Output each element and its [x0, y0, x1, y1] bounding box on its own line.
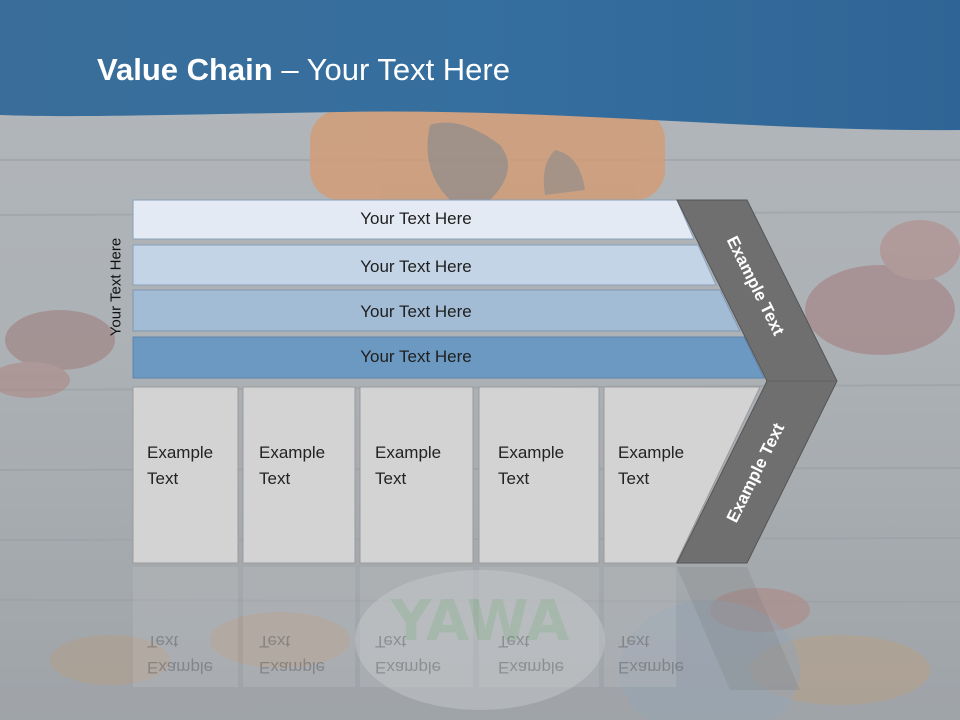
primary-box-3-label: Example Text	[375, 440, 441, 492]
primary-box-4-line2: Text	[498, 469, 530, 488]
reflection-text-4-line1: Example	[498, 658, 565, 677]
reflection-text-2-line2: Text	[259, 632, 291, 651]
support-bar-3-label: Your Text Here	[360, 302, 472, 321]
reflection-text-4: Example Text	[498, 628, 564, 680]
primary-box-1-label: Example Text	[147, 440, 213, 492]
support-bar-2-label: Your Text Here	[360, 257, 472, 276]
reflection-text-1: Example Text	[147, 628, 213, 680]
primary-box-5-line2: Text	[618, 469, 650, 488]
reflection-text-5-line2: Text	[618, 632, 650, 651]
support-bar-3	[132, 289, 741, 332]
support-bar-2	[132, 244, 717, 286]
slide-title-rest: – Your Text Here	[272, 52, 510, 87]
primary-box-4-line1: Example	[498, 443, 565, 462]
reflection-text-5-line1: Example	[618, 658, 685, 677]
primary-box-2-line2: Text	[259, 469, 291, 488]
support-bar-1-label: Your Text Here	[360, 209, 472, 228]
pumpkin-shape	[310, 110, 665, 200]
primary-box-3-line1: Example	[375, 443, 442, 462]
support-bar-4-label: Your Text Here	[360, 347, 472, 366]
reflection-text-3: Example Text	[375, 628, 441, 680]
primary-box-2	[242, 386, 356, 564]
primary-box-2-label: Example Text	[259, 440, 325, 492]
support-bar-4	[132, 336, 765, 379]
slide-title: Value Chain – Your Text Here	[97, 52, 510, 88]
reflection-text-1-line1: Example	[147, 658, 214, 677]
support-bar-1	[132, 199, 695, 240]
primary-box-1-line2: Text	[147, 469, 179, 488]
reflection-text-2: Example Text	[259, 628, 325, 680]
primary-box-5-label: Example Text	[618, 440, 684, 492]
primary-box-5	[603, 386, 761, 564]
reflection-text-3-line2: Text	[375, 632, 407, 651]
primary-box-1-line1: Example	[147, 443, 214, 462]
slide-title-bold: Value Chain	[97, 52, 273, 87]
reflection-text-3-line1: Example	[375, 658, 442, 677]
primary-box-3	[359, 386, 474, 564]
svg-text:YAWA: YAWA	[390, 589, 570, 654]
reflection-text-2-line1: Example	[259, 658, 326, 677]
reflection-text-1-line2: Text	[147, 632, 179, 651]
reflection-text-4-line2: Text	[498, 632, 530, 651]
diagram-reflection	[133, 567, 800, 690]
reflection-text-5: Example Text	[618, 628, 684, 680]
primary-box-2-line1: Example	[259, 443, 326, 462]
primary-box-4	[478, 386, 600, 564]
primary-box-1	[132, 386, 239, 564]
primary-box-5-line1: Example	[618, 443, 685, 462]
primary-box-3-line2: Text	[375, 469, 407, 488]
primary-box-4-label: Example Text	[498, 440, 564, 492]
